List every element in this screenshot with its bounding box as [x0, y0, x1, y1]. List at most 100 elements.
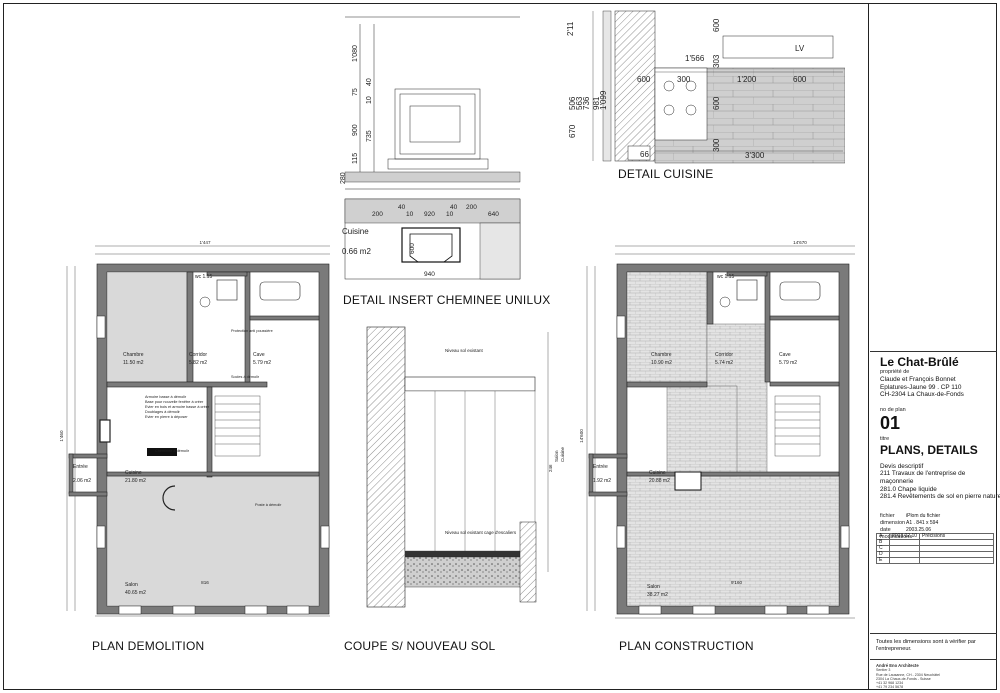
coupe-side-salon: Salon [554, 450, 559, 462]
insert-w5: 10 [446, 211, 454, 218]
caption-detail-cuisine: DETAIL CUISINE [618, 167, 714, 181]
dimension-value: A1 . 841 x 594 [906, 519, 939, 526]
architect-line: +41 79 234 5678 [876, 685, 904, 690]
cuisine-d2: 1'566 [685, 54, 705, 63]
insert-plan-area: 0.66 m2 [342, 247, 371, 256]
cuisine-d7: 600 [793, 75, 807, 84]
cuisine-v1: 2'11 [566, 21, 575, 36]
insert-w1: 200 [372, 211, 383, 218]
architect-name: André Eno Architecte [876, 663, 919, 668]
demo-overall-height: 1'460 [59, 430, 64, 442]
insert-w4: 920 [424, 211, 435, 218]
constr-overall-width: 14'670 [793, 240, 807, 245]
architect-line: +41 32 968 1234 [876, 681, 904, 686]
demo-cuisine-area: 21.80 m2 [125, 478, 146, 484]
constr-salon-area: 38.27 m2 [647, 592, 668, 598]
fichier-value: iPlom du fichier [906, 512, 941, 519]
demo-wc-label: wc 1.15 [195, 274, 212, 280]
coupe-side-cuisine: Cuisine [560, 446, 565, 462]
insert-w6: 40 [450, 204, 458, 211]
architect-line: 2304 La Chaux-de-Fonds - Suisse [876, 676, 931, 681]
detail-cuisine-drawing: 2'11 506 563 736 981 1'099 670 600 1'566… [566, 10, 845, 164]
dimensions-note: Toutes les dimensions sont à vérifier pa… [876, 639, 976, 652]
cuisine-v4: 736 [582, 96, 591, 110]
insert-plan-width: 940 [424, 271, 435, 278]
plan-demolition-drawing: 1'447 1'460 Chambre 11.50 m2 Corridor 5.… [59, 240, 330, 617]
insert-w7: 200 [466, 204, 477, 211]
table-row: E [876, 557, 994, 564]
owner-label: propriété de [880, 369, 910, 375]
architect-block: André Eno Architecte Sentier 3 Rue de La… [876, 663, 992, 690]
cuisine-v3: 563 [575, 96, 584, 110]
insert-w3: 10 [406, 211, 414, 218]
date-value: 2003.25.06 [906, 526, 932, 533]
insert-w2: 40 [398, 204, 406, 211]
insert-h2: 75 [352, 88, 359, 96]
constr-marker: 9'160 [731, 580, 743, 585]
cuisine-d3: 303 [712, 54, 721, 68]
title-block-rule [870, 659, 997, 660]
constr-cave-label: Cave [779, 352, 791, 358]
constr-chambre-area: 10.90 m2 [651, 360, 672, 366]
constr-salon-label: Salon [647, 584, 660, 590]
caption-coupe: COUPE S/ NOUVEAU SOL [344, 639, 496, 653]
constr-cuisine-label: Cuisine [649, 470, 666, 476]
cuisine-d5: 300 [677, 75, 691, 84]
cuisine-v6: 1'099 [599, 90, 608, 110]
insert-h8: 115 [352, 153, 359, 164]
demo-note: Socles à démolir [231, 375, 260, 379]
constr-corridor-label: Corridor [715, 352, 733, 358]
devis-item-2: 281.0 Chape liquide [880, 485, 937, 493]
devis-item-1: 211 Travaux de l'entreprise de maçonneri… [880, 470, 966, 485]
title-block-divider [868, 3, 869, 690]
demo-chambre-area: 11.50 m2 [123, 360, 144, 366]
demo-cave-label: Cave [253, 352, 265, 358]
constr-cuisine-area: 20.88 m2 [649, 478, 670, 484]
plan-number: 01 [880, 412, 901, 433]
insert-h9: 280 [340, 172, 347, 184]
demo-note: Cheminée à démolir [155, 449, 190, 453]
demo-note: Evier en pierre à déposer [145, 415, 188, 419]
detail-insert-drawing: 1'080 75 900 75 735 10 40 115 280 200 40… [340, 16, 521, 280]
demo-salon-label: Salon [125, 582, 138, 588]
insert-h7: 40 [366, 78, 373, 86]
insert-plan-depth: 600 [409, 243, 416, 254]
cuisine-d8: 600 [712, 96, 721, 110]
demo-overall-width: 1'447 [199, 240, 211, 245]
demo-salon-width: 816 [201, 580, 209, 585]
caption-plan-demolition: PLAN DEMOLITION [92, 639, 205, 653]
coupe-note-top: Niveau sol existant [445, 348, 484, 353]
constr-entree-area: 1.92 m2 [593, 478, 611, 484]
devis-title: Devis descriptif [880, 462, 924, 470]
address-line-1: Eplatures-Jaune 99 . CP 110 [880, 383, 962, 391]
plan-number-label: no de plan [880, 406, 906, 413]
title-label: titre [880, 435, 890, 442]
demo-salon-area: 40.65 m2 [125, 590, 146, 596]
project-name: Le Chat-Brûlé [880, 355, 959, 369]
demo-cave-area: 5.79 m2 [253, 360, 271, 366]
constr-overall-height: 14'600 [579, 429, 584, 443]
dimension-label: dimension [880, 519, 906, 526]
title-block-rule [870, 351, 997, 352]
sheet-title: PLANS, DETAILS [880, 442, 978, 457]
constr-wc-label: wc 1.15 [717, 274, 734, 280]
date-label: date [880, 526, 891, 533]
constr-cave-area: 5.79 m2 [779, 360, 797, 366]
demo-note: Evier en bois et armoire basse à créer [145, 405, 210, 409]
insert-w8: 640 [488, 211, 499, 218]
insert-plan-room: Cuisine [342, 227, 369, 236]
demo-note: Doublages à démolir [145, 410, 181, 414]
title-block-header: Le Chat-Brûlé propriété de Claude et Fra… [880, 355, 1000, 541]
insert-h1: 1'080 [352, 45, 359, 62]
devis-item-3: 281.4 Revêtements de sol en pierre natur… [880, 493, 1000, 501]
constr-entree-label: Entrée [593, 464, 608, 470]
architect-line: Sentier 3 [876, 668, 891, 673]
cuisine-d4: 600 [637, 75, 651, 84]
title-block-rule [870, 633, 997, 634]
cuisine-lv: LV [795, 44, 805, 53]
cuisine-d1: 600 [712, 18, 721, 32]
cuisine-v5: 981 [592, 96, 601, 110]
fichier-label: fichier [880, 512, 895, 519]
cuisine-v2: 506 [568, 96, 577, 110]
